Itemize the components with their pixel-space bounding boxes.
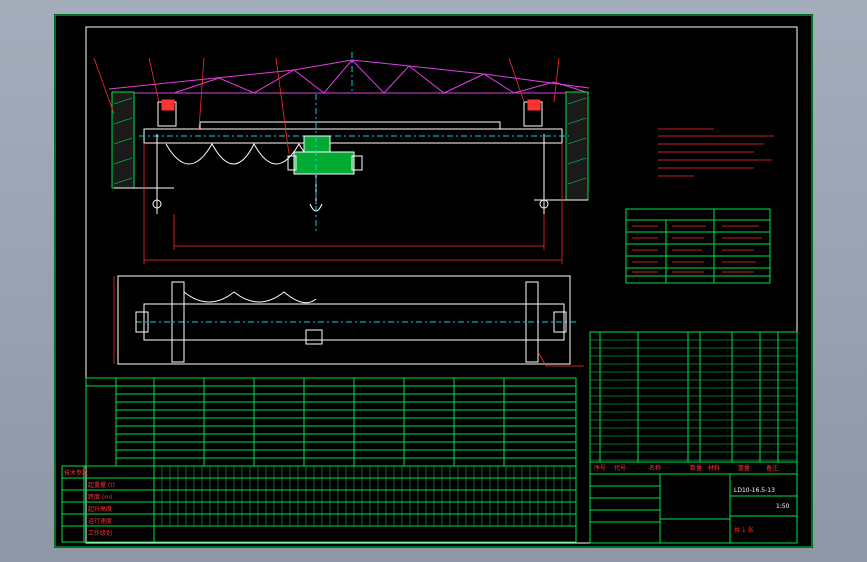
parts-list-rows — [590, 339, 797, 461]
load-grid-columns — [161, 466, 571, 526]
left-label-0: 技术参数 — [64, 469, 88, 477]
parameter-table-text — [632, 225, 762, 273]
drawing-scale: 1:50 — [776, 503, 790, 510]
drawing-number: LD10-16.5-13 — [734, 487, 775, 494]
inner-border — [85, 26, 798, 544]
col-remark-header: 备注 — [766, 464, 778, 472]
building-columns — [111, 91, 589, 201]
drawing-sheet: LD10-16.5-13 1:50 共 1 张 序号 代号 名称 数量 材料 重… — [54, 14, 813, 548]
span-dimension — [93, 57, 563, 264]
col-serial-header: 序号 — [594, 464, 606, 472]
parts-list — [589, 331, 798, 463]
end-truck-left — [152, 99, 177, 214]
left-label-3: 起升高度 — [88, 505, 112, 513]
end-truck-right — [523, 99, 549, 214]
plan-view — [113, 275, 584, 367]
col-material-header: 材料 — [708, 464, 720, 472]
left-label-4: 运行速度 — [88, 517, 112, 525]
title-block — [589, 461, 798, 544]
col-code-header: 代号 — [614, 464, 626, 472]
load-grid-table — [61, 465, 577, 543]
outer-border — [54, 14, 813, 548]
technical-notes — [658, 128, 774, 177]
left-label-5: 工作级别 — [88, 529, 112, 537]
left-label-2: 跨度 (m) — [88, 493, 112, 501]
parameter-table — [625, 208, 771, 284]
rating-table — [85, 377, 577, 467]
col-name-header: 名称 — [649, 464, 661, 472]
sheet-label: 共 1 张 — [734, 526, 754, 534]
left-label-1: 起重量 (t) — [88, 481, 115, 489]
col-weight-header: 重量 — [738, 464, 750, 472]
col-qty-header: 数量 — [690, 464, 702, 472]
roof-truss — [108, 52, 590, 94]
crane-assembly-drawing: LD10-16.5-13 1:50 共 1 张 序号 代号 名称 数量 材料 重… — [54, 14, 813, 548]
electric-hoist — [287, 94, 363, 234]
